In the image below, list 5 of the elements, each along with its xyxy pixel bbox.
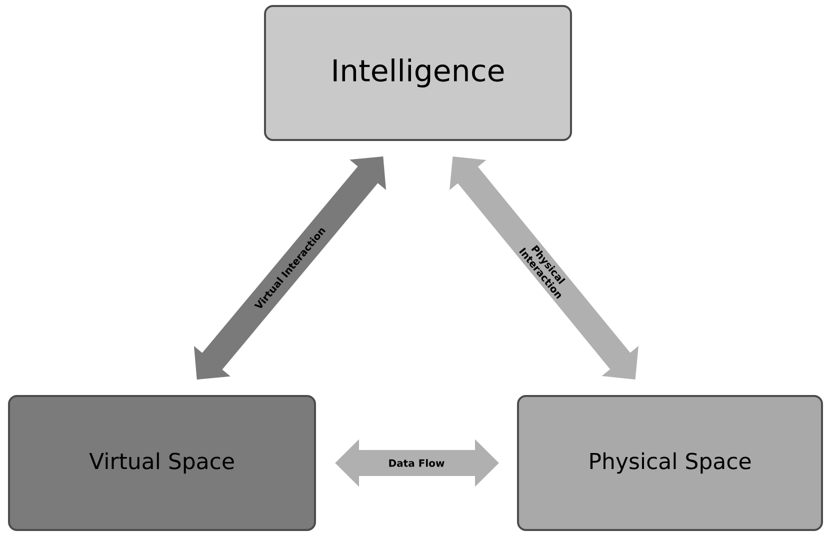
edge-label: Data Flow (387, 458, 446, 468)
process-box: Virtual Space (8, 395, 316, 531)
process-box: Physical Space (517, 395, 823, 531)
double-arrow (450, 156, 638, 380)
process-box: Intelligence (264, 5, 572, 141)
